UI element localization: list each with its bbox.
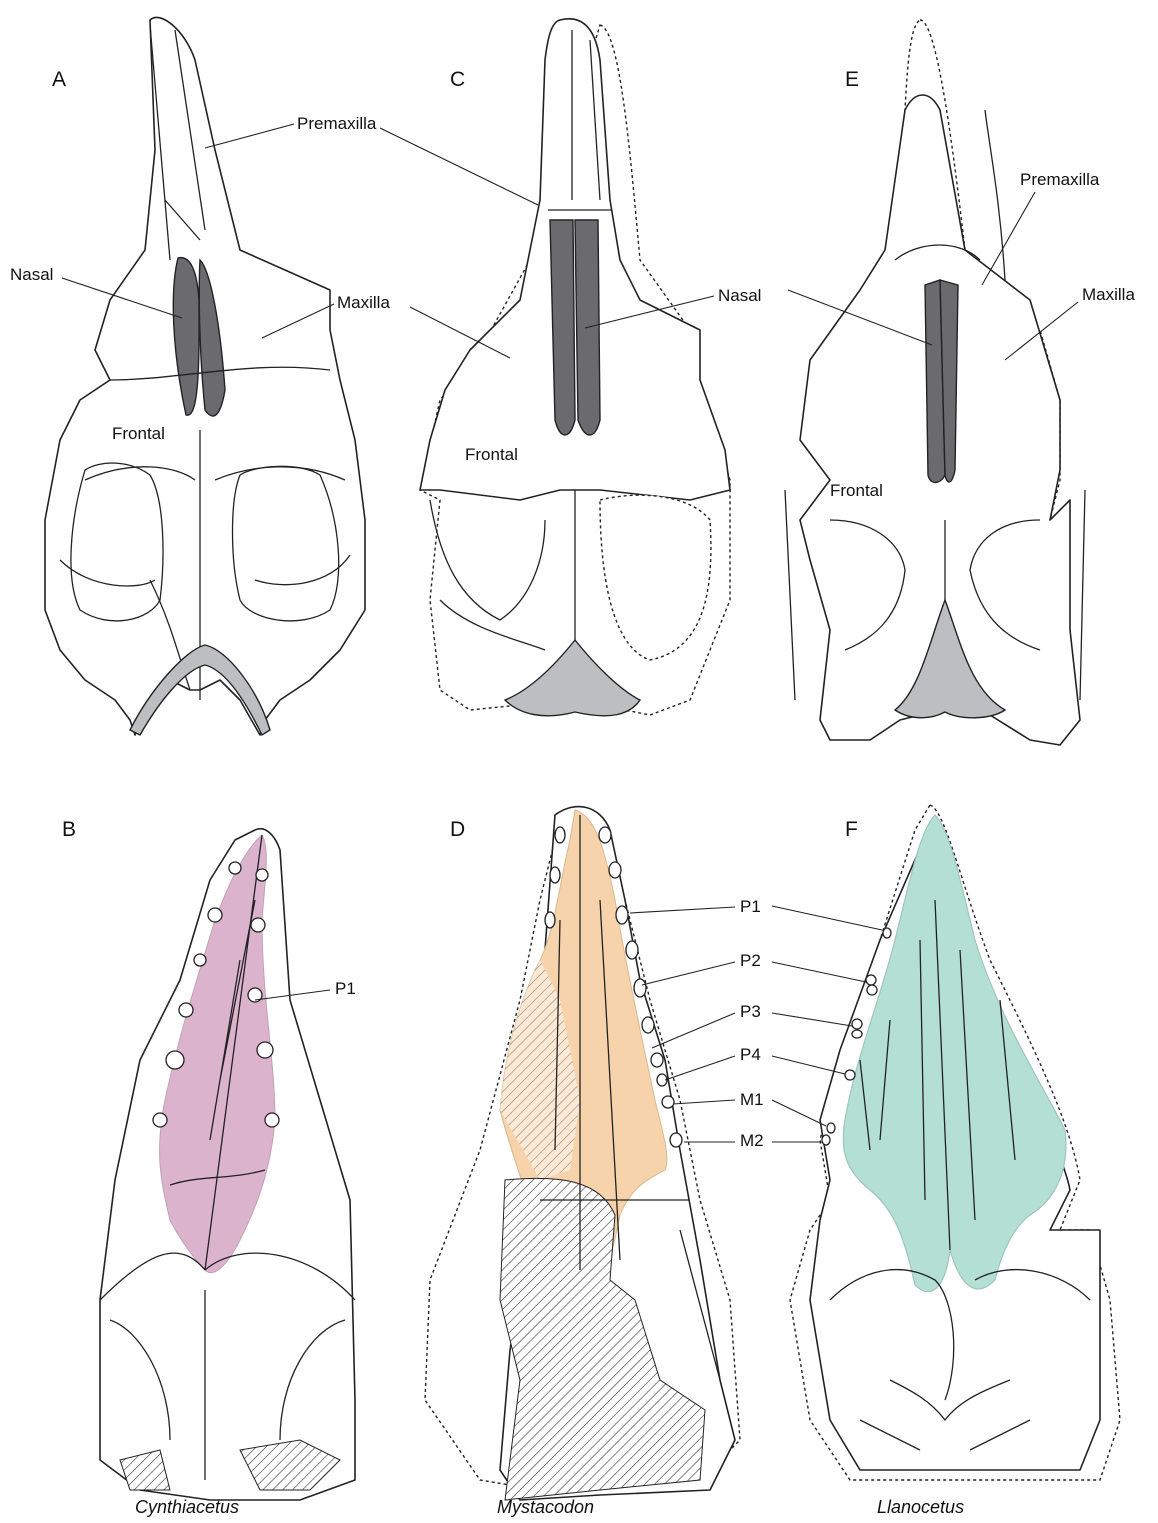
label-frontal-e: Frontal [830,481,883,500]
genus-llanocetus: Llanocetus [877,1497,964,1517]
leader-premaxilla-a [205,124,294,148]
skull-b-ventral [100,829,355,1500]
panel-label-b: B [62,818,76,841]
label-premaxilla-e: Premaxilla [1020,170,1100,189]
label-p4-d: P4 [740,1045,761,1064]
skull-f-ventral [790,805,1120,1480]
panel-label-a: A [52,68,66,91]
leader-p1-f [772,906,882,930]
leader-p3-d [652,1013,735,1048]
label-maxilla-a: Maxilla [337,293,390,312]
label-p1-d: P1 [740,897,761,916]
label-m2-d: M2 [740,1131,764,1150]
skull-e-dorsal [785,20,1085,745]
panel-label-f: F [845,818,858,841]
label-nasal-a: Nasal [10,265,53,284]
leader-p4-d [665,1056,735,1080]
panel-label-c: C [450,68,465,91]
label-frontal-a: Frontal [112,424,165,443]
leader-p2-f [772,962,866,982]
leader-p2-d [642,962,735,985]
label-premaxilla-a: Premaxilla [297,114,377,133]
genus-cynthiacetus: Cynthiacetus [135,1497,239,1517]
leader-premaxilla-e [982,192,1035,285]
leader-p4-f [772,1056,845,1074]
skull-c-dorsal [420,19,730,716]
skull-d-ventral [425,807,740,1500]
label-nasal-c: Nasal [718,286,761,305]
leader-p1-d [630,907,735,913]
label-m1-d: M1 [740,1090,764,1109]
label-frontal-c: Frontal [465,445,518,464]
leader-m1-d [673,1100,735,1104]
label-p3-d: P3 [740,1002,761,1021]
label-p1-b: P1 [335,979,356,998]
genus-mystacodon: Mystacodon [497,1497,594,1517]
panel-label-d: D [450,818,465,841]
leader-m1-f [772,1100,826,1126]
leader-p3-f [772,1013,852,1026]
panel-label-e: E [845,68,859,91]
label-maxilla-e: Maxilla [1082,285,1135,304]
leader-premaxilla-c [380,128,538,205]
label-p2-d: P2 [740,951,761,970]
